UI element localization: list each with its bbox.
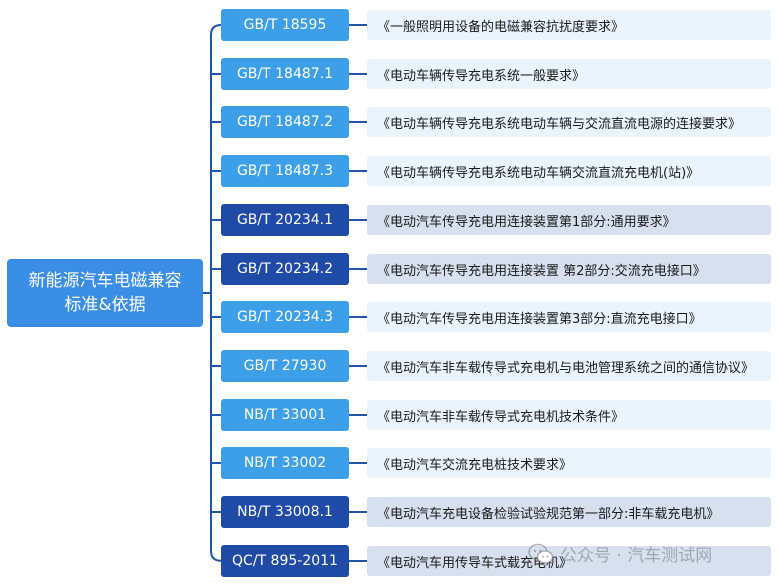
standard-title: 《电动汽车充电设备检验试验规范第一部分:非车载充电机》 xyxy=(367,497,771,527)
connector-trunk xyxy=(210,24,222,562)
watermark-text: 公众号 · 汽车测试网 xyxy=(560,546,713,566)
wechat-icon xyxy=(528,543,554,564)
standard-title: 《电动汽车传导充电用连接装置 第2部分:交流充电接口》 xyxy=(367,254,771,284)
standard-code: GB/T 18487.3 xyxy=(221,155,349,187)
standard-code: NB/T 33002 xyxy=(221,447,349,479)
standard-title: 《电动汽车传导充电用连接装置第3部分:直流充电接口》 xyxy=(367,302,771,332)
standard-code: NB/T 33001 xyxy=(221,399,349,431)
standard-code: GB/T 18487.1 xyxy=(221,58,349,90)
standard-title: 《电动车辆传导充电系统电动车辆与交流直流电源的连接要求》 xyxy=(367,107,771,137)
standard-code: GB/T 20234.2 xyxy=(221,253,349,285)
standard-code: QC/T 895-2011 xyxy=(221,545,349,577)
root-label-line-2: 标准&依据 xyxy=(64,295,146,315)
standard-title: 《电动车辆传导充电系统一般要求》 xyxy=(367,59,771,89)
standard-code: NB/T 33008.1 xyxy=(221,496,349,528)
standard-code: GB/T 18595 xyxy=(221,9,349,41)
standard-code: GB/T 18487.2 xyxy=(221,106,349,138)
standard-code: GB/T 20234.3 xyxy=(221,301,349,333)
root-node: 新能源汽车电磁兼容 标准&依据 xyxy=(7,259,203,327)
standard-title: 《电动汽车用传导车式载充电机》 xyxy=(367,546,771,576)
standard-title: 《电动汽车交流充电桩技术要求》 xyxy=(367,448,771,478)
watermark: 公众号 · 汽车测试网 xyxy=(528,541,712,566)
standard-title: 《电动车辆传导充电系统电动车辆交流直流充电机(站)》 xyxy=(367,156,771,186)
root-label-line-1: 新能源汽车电磁兼容 xyxy=(28,271,182,291)
standard-title: 《一般照明用设备的电磁兼容抗扰度要求》 xyxy=(367,10,771,40)
standard-title: 《电动汽车非车载传导式充电机技术条件》 xyxy=(367,400,771,430)
standard-title: 《电动汽车非车载传导式充电机与电池管理系统之间的通信协议》 xyxy=(367,351,771,381)
standard-code: GB/T 27930 xyxy=(221,350,349,382)
standard-code: GB/T 20234.1 xyxy=(221,204,349,236)
standard-title: 《电动汽车传导充电用连接装置第1部分:通用要求》 xyxy=(367,205,771,235)
